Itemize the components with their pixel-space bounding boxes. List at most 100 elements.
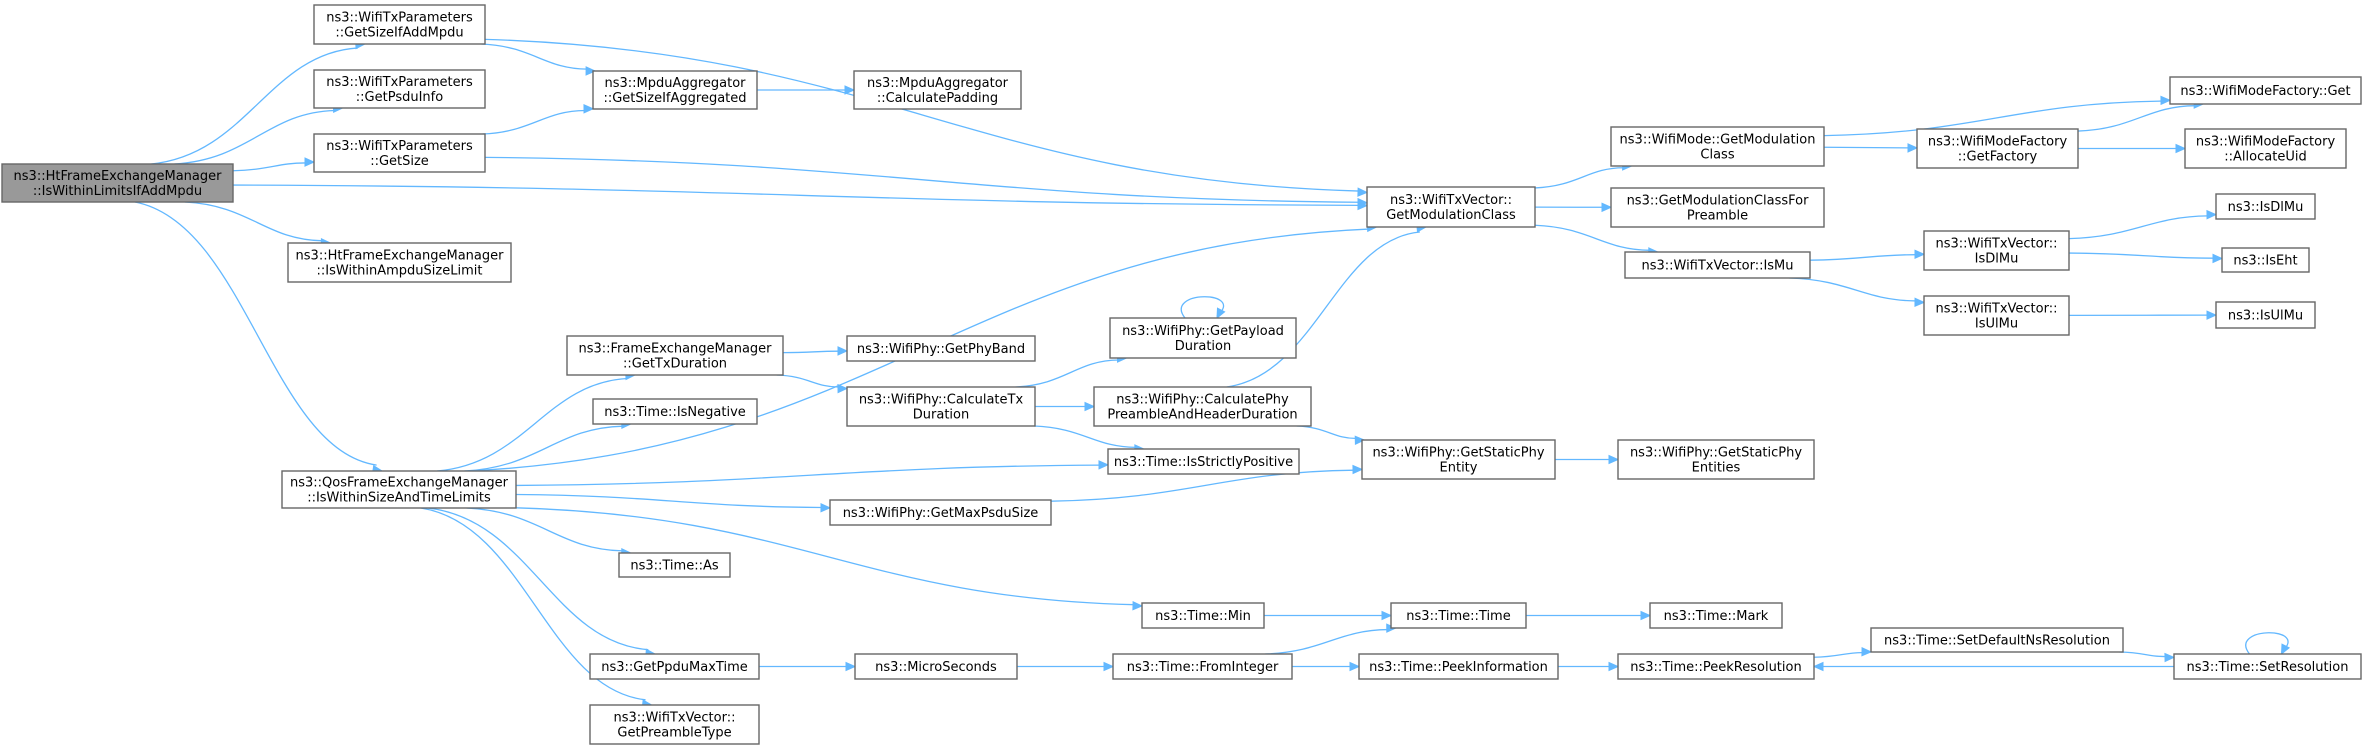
node-timemark[interactable]: ns3::Time::Mark [1649, 602, 1783, 629]
edge-line [1265, 628, 1388, 655]
node-factoryget[interactable]: ns3::WifiModeFactory::Get [2169, 76, 2362, 105]
node-box [2215, 193, 2316, 220]
edge-line [482, 109, 586, 135]
node-label-line: ns3::WifiPhy::GetStaticPhy [1630, 446, 1802, 461]
edge-ppdumax-to-micro [759, 661, 857, 672]
node-box [313, 4, 486, 45]
node-label-line: ns3::WifiPhy::GetMaxPsduSize [843, 506, 1039, 521]
edge-txismu-to-txisulmu [1789, 277, 1926, 308]
node-timetime[interactable]: ns3::Time::Time [1390, 602, 1527, 629]
node-calcpad[interactable]: ns3::MpduAggregator::CalculatePadding [853, 70, 1022, 110]
node-label-line: ns3::HtFrameExchangeManager [296, 249, 505, 264]
edge-line [1809, 254, 1917, 261]
node-txismu[interactable]: ns3::WifiTxVector::IsMu [1624, 251, 1811, 279]
node-isneg[interactable]: ns3::Time::IsNegative [592, 398, 758, 425]
edge-line [1813, 651, 1864, 658]
node-box [1610, 126, 1825, 167]
node-maxpsdu[interactable]: ns3::WifiPhy::GetMaxPsduSize [829, 499, 1052, 526]
edge-line [2068, 252, 2215, 259]
edge-arrowhead [1216, 307, 1226, 320]
node-iseht[interactable]: ns3::IsEht [2221, 247, 2310, 273]
node-peekinfo[interactable]: ns3::Time::PeekInformation [1358, 653, 1559, 680]
edge-modegetmod-to-getfactory [1823, 143, 1919, 153]
edge-arrowhead [837, 383, 849, 394]
node-box [592, 70, 758, 110]
edge-arrowhead [1132, 600, 1144, 611]
node-label-line: ns3::Time::Mark [1664, 609, 1769, 624]
node-label-line: ::GetSizeIfAggregated [603, 91, 746, 106]
node-label-line: ns3::WifiModeFactory [2196, 135, 2336, 150]
node-micro[interactable]: ns3::MicroSeconds [854, 653, 1018, 680]
node-preambletype[interactable]: ns3::WifiTxVector::GetPreambleType [589, 704, 760, 745]
node-strictpos[interactable]: ns3::Time::IsStrictlyPositive [1107, 448, 1300, 475]
edge-modclass-to-getmodpre [1534, 202, 1613, 213]
node-aggsize[interactable]: ns3::MpduAggregator::GetSizeIfAggregated [592, 70, 758, 110]
edge-fromint-to-timetime [1265, 623, 1397, 655]
node-label-line: IsUlMu [1975, 317, 2018, 332]
edge-line [466, 507, 624, 552]
node-label-line: ns3::WifiPhy::GetPayload [1122, 324, 1284, 339]
node-setres[interactable]: ns3::Time::SetResolution [2173, 653, 2362, 680]
node-getsize[interactable]: ns3::WifiTxParameters::GetSize [313, 133, 486, 173]
node-calcphypre[interactable]: ns3::WifiPhy::CalculatePhyPreambleAndHea… [1093, 386, 1312, 427]
node-peekres[interactable]: ns3::Time::PeekResolution [1617, 653, 1815, 680]
edge-txismu-to-txisdlmu [1809, 249, 1926, 261]
node-label-line: ::GetSize [370, 154, 429, 169]
node-qosframe[interactable]: ns3::QosFrameExchangeManager::IsWithinSi… [281, 470, 517, 509]
node-ppdumax[interactable]: ns3::GetPpduMaxTime [589, 653, 760, 680]
edge-getfactory-to-allocuid [2078, 143, 2187, 154]
edge-txisdlmu-to-iseht [2068, 252, 2224, 264]
node-getphyband[interactable]: ns3::WifiPhy::GetPhyBand [846, 335, 1036, 362]
node-fromint[interactable]: ns3::Time::FromInteger [1112, 653, 1293, 680]
node-timemin[interactable]: ns3::Time::Min [1141, 602, 1265, 629]
node-txisdlmu[interactable]: ns3::WifiTxVector::IsDlMu [1923, 230, 2070, 271]
node-box [618, 552, 731, 578]
edge-line [151, 47, 358, 165]
node-label-line: Preamble [1687, 209, 1748, 224]
edge-arrowhead [1608, 661, 1620, 672]
node-label-line: GetPreambleType [617, 726, 731, 741]
node-setdefres[interactable]: ns3::Time::SetDefaultNsResolution [1870, 627, 2124, 653]
edge-calctxdur-to-calcphypre [1035, 401, 1096, 412]
node-modegetmod[interactable]: ns3::WifiMode::GetModulationClass [1610, 126, 1825, 167]
edge-arrowhead [1640, 610, 1652, 621]
edge-arrowhead [2206, 209, 2218, 220]
node-box [1366, 186, 1536, 228]
node-getsizeifadd[interactable]: ns3::WifiTxParameters::GetSizeIfAddMpdu [313, 4, 486, 45]
node-label-line: ::IsWithinLimitsIfAddMpdu [33, 184, 202, 199]
node-isulmu[interactable]: ns3::IsUlMu [2215, 301, 2316, 329]
node-getfactory[interactable]: ns3::WifiModeFactory::GetFactory [1916, 128, 2079, 169]
edge-peekinfo-to-peekres [1558, 661, 1620, 672]
node-box [281, 470, 517, 509]
node-modclass[interactable]: ns3::WifiTxVector::GetModulationClass [1366, 186, 1536, 228]
edge-txisdlmu-to-isdlmu [2068, 209, 2218, 240]
node-box [853, 70, 1022, 110]
edge-line [2068, 215, 2209, 240]
node-isdlmu[interactable]: ns3::IsDlMu [2215, 193, 2316, 220]
node-label-line: ns3::MpduAggregator [604, 76, 746, 91]
node-label-line: ::GetFactory [1958, 150, 2038, 165]
node-allocuid[interactable]: ns3::WifiModeFactory::AllocateUid [2184, 128, 2347, 169]
node-getpsduinfo[interactable]: ns3::WifiTxParameters::GetPsduInfo [313, 69, 486, 109]
edge-line [1015, 359, 1119, 388]
edge-line [2119, 651, 2167, 658]
edge-line [515, 464, 1101, 487]
node-label-line: ns3::Time::SetDefaultNsResolution [1884, 634, 2110, 649]
edge-arrowhead [1381, 610, 1393, 621]
node-box [1649, 602, 1783, 629]
node-ampdulimit[interactable]: ns3::HtFrameExchangeManager::IsWithinAmp… [287, 242, 512, 283]
node-label-line: Duration [913, 408, 969, 423]
nodes-layer: ns3::HtFrameExchangeManager::IsWithinLim… [1, 4, 2362, 745]
node-timeas[interactable]: ns3::Time::As [618, 552, 731, 578]
edge-arrowhead [2164, 652, 2176, 663]
node-txisulmu[interactable]: ns3::WifiTxVector::IsUlMu [1923, 295, 2070, 336]
node-label-line: ns3::IsDlMu [2228, 200, 2304, 215]
node-gettxdur[interactable]: ns3::FrameExchangeManager::GetTxDuration [566, 335, 784, 376]
node-label-line: PreambleAndHeaderDuration [1107, 408, 1297, 423]
node-box [2215, 301, 2316, 329]
